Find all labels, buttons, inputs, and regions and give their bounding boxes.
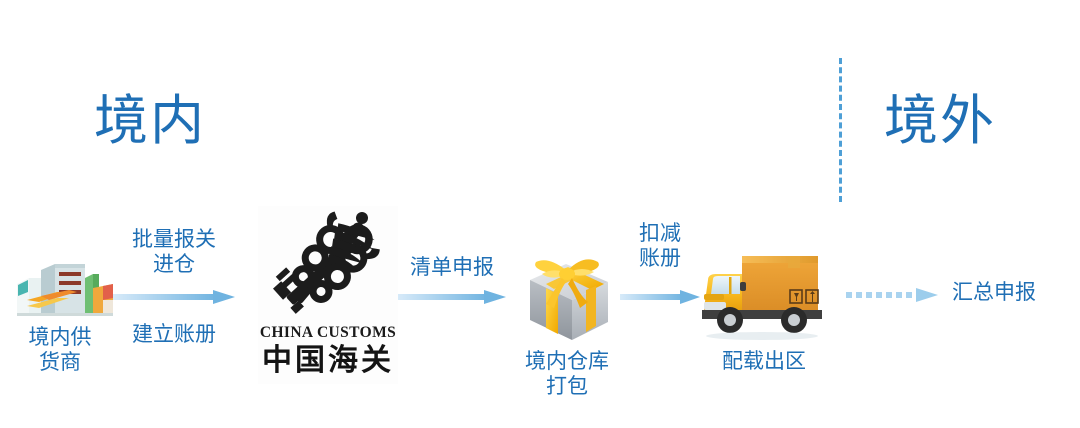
node-supplier-label: 境内供 货商 [28, 326, 92, 374]
arrow-1-caption-bottom: 建立账册 [132, 323, 216, 346]
region-title-overseas: 境外 [884, 91, 996, 151]
arrow-1 [113, 287, 235, 307]
node-customs: CHINA CUSTOMS 中国海关 [256, 206, 400, 384]
node-supplier: 境内供 货商 [2, 256, 118, 376]
china-customs-emblem-icon: CHINA CUSTOMS 中国海关 [258, 206, 398, 384]
node-truck: 配载出区 [696, 246, 832, 375]
customs-emblem-english-text: CHINA CUSTOMS [259, 324, 397, 341]
arrow-1-caption-top: 批量报关 进仓 [132, 228, 216, 277]
delivery-truck-icon [702, 246, 826, 346]
arrow-4-caption: 汇总申报 [952, 281, 1036, 304]
node-warehouse-label: 境内仓库 打包 [525, 350, 609, 398]
node-warehouse: 境内仓库 打包 [500, 250, 634, 400]
node-truck-label: 配载出区 [722, 350, 806, 373]
region-title-domestic: 境内 [94, 91, 206, 151]
gift-box-icon [516, 250, 618, 346]
arrow-4-dotted [846, 286, 938, 304]
factory-icon [7, 256, 113, 322]
arrow-2-caption-top: 清单申报 [410, 256, 494, 279]
customs-emblem-chinese-text: 中国海关 [262, 344, 394, 377]
arrow-2 [398, 287, 506, 307]
border-divider [839, 58, 842, 202]
arrow-3 [620, 287, 700, 307]
arrow-3-caption-top: 扣减 账册 [639, 222, 681, 271]
